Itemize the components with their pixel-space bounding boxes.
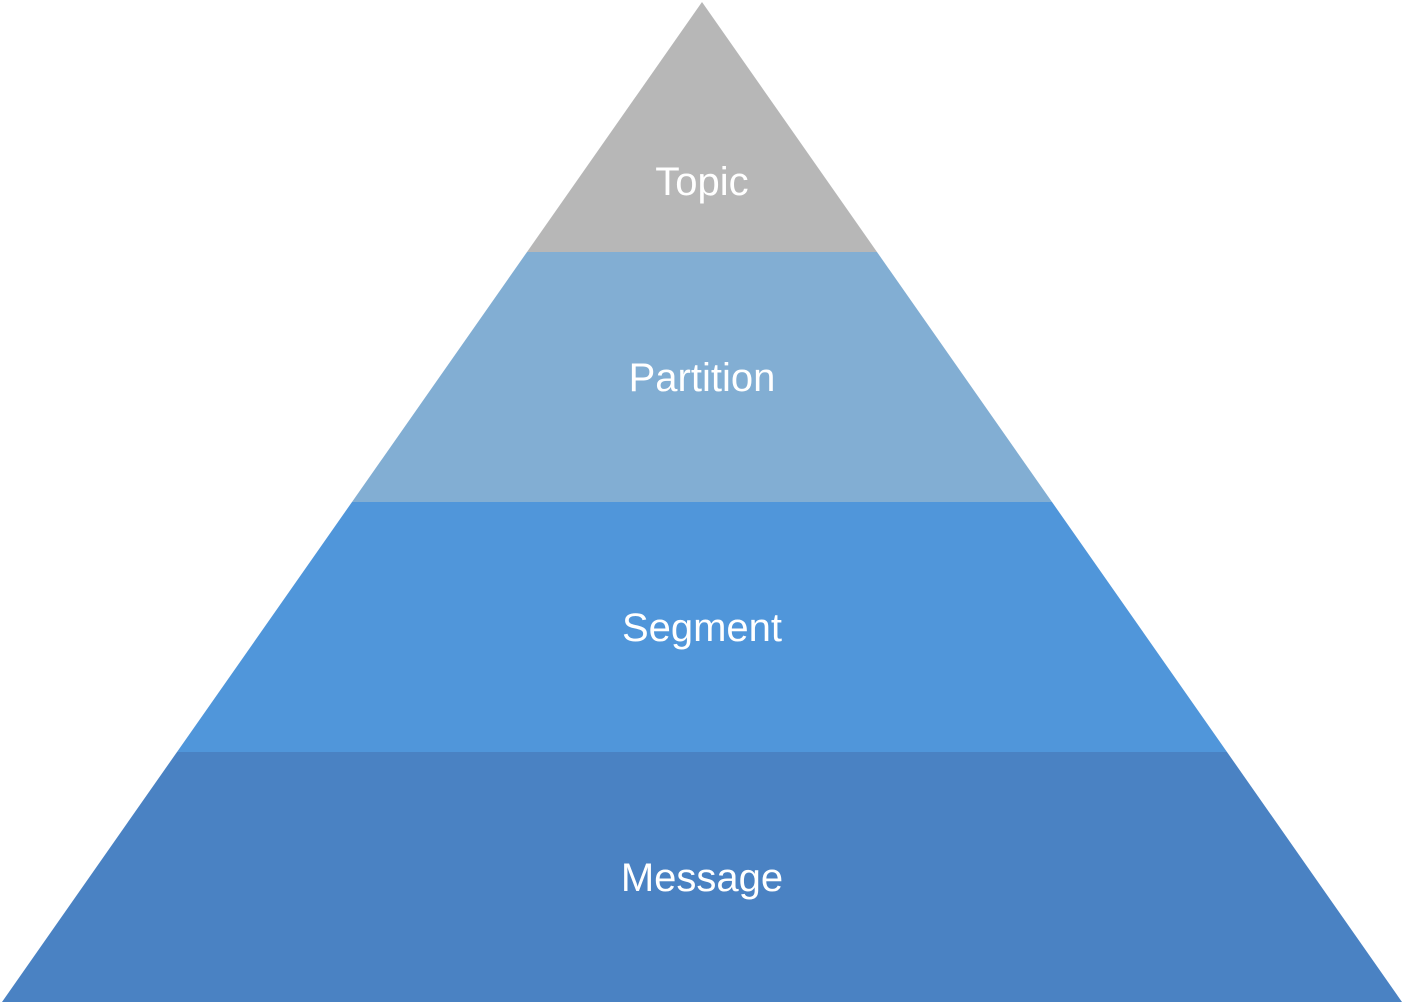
layer-topic-label: Topic: [655, 160, 748, 204]
layer-partition: Partition: [352, 252, 1052, 502]
layer-topic: Topic: [527, 2, 877, 252]
layer-message-label: Message: [621, 856, 783, 900]
layer-partition-label: Partition: [629, 356, 776, 400]
layer-topic-shape: [527, 2, 877, 252]
layer-partition-shape: [352, 252, 1052, 502]
layer-segment: Segment: [177, 502, 1227, 752]
layer-message-shape: [2, 752, 1402, 1002]
layer-segment-label: Segment: [622, 606, 782, 650]
layer-message: Message: [2, 752, 1402, 1002]
layer-segment-shape: [177, 502, 1227, 752]
